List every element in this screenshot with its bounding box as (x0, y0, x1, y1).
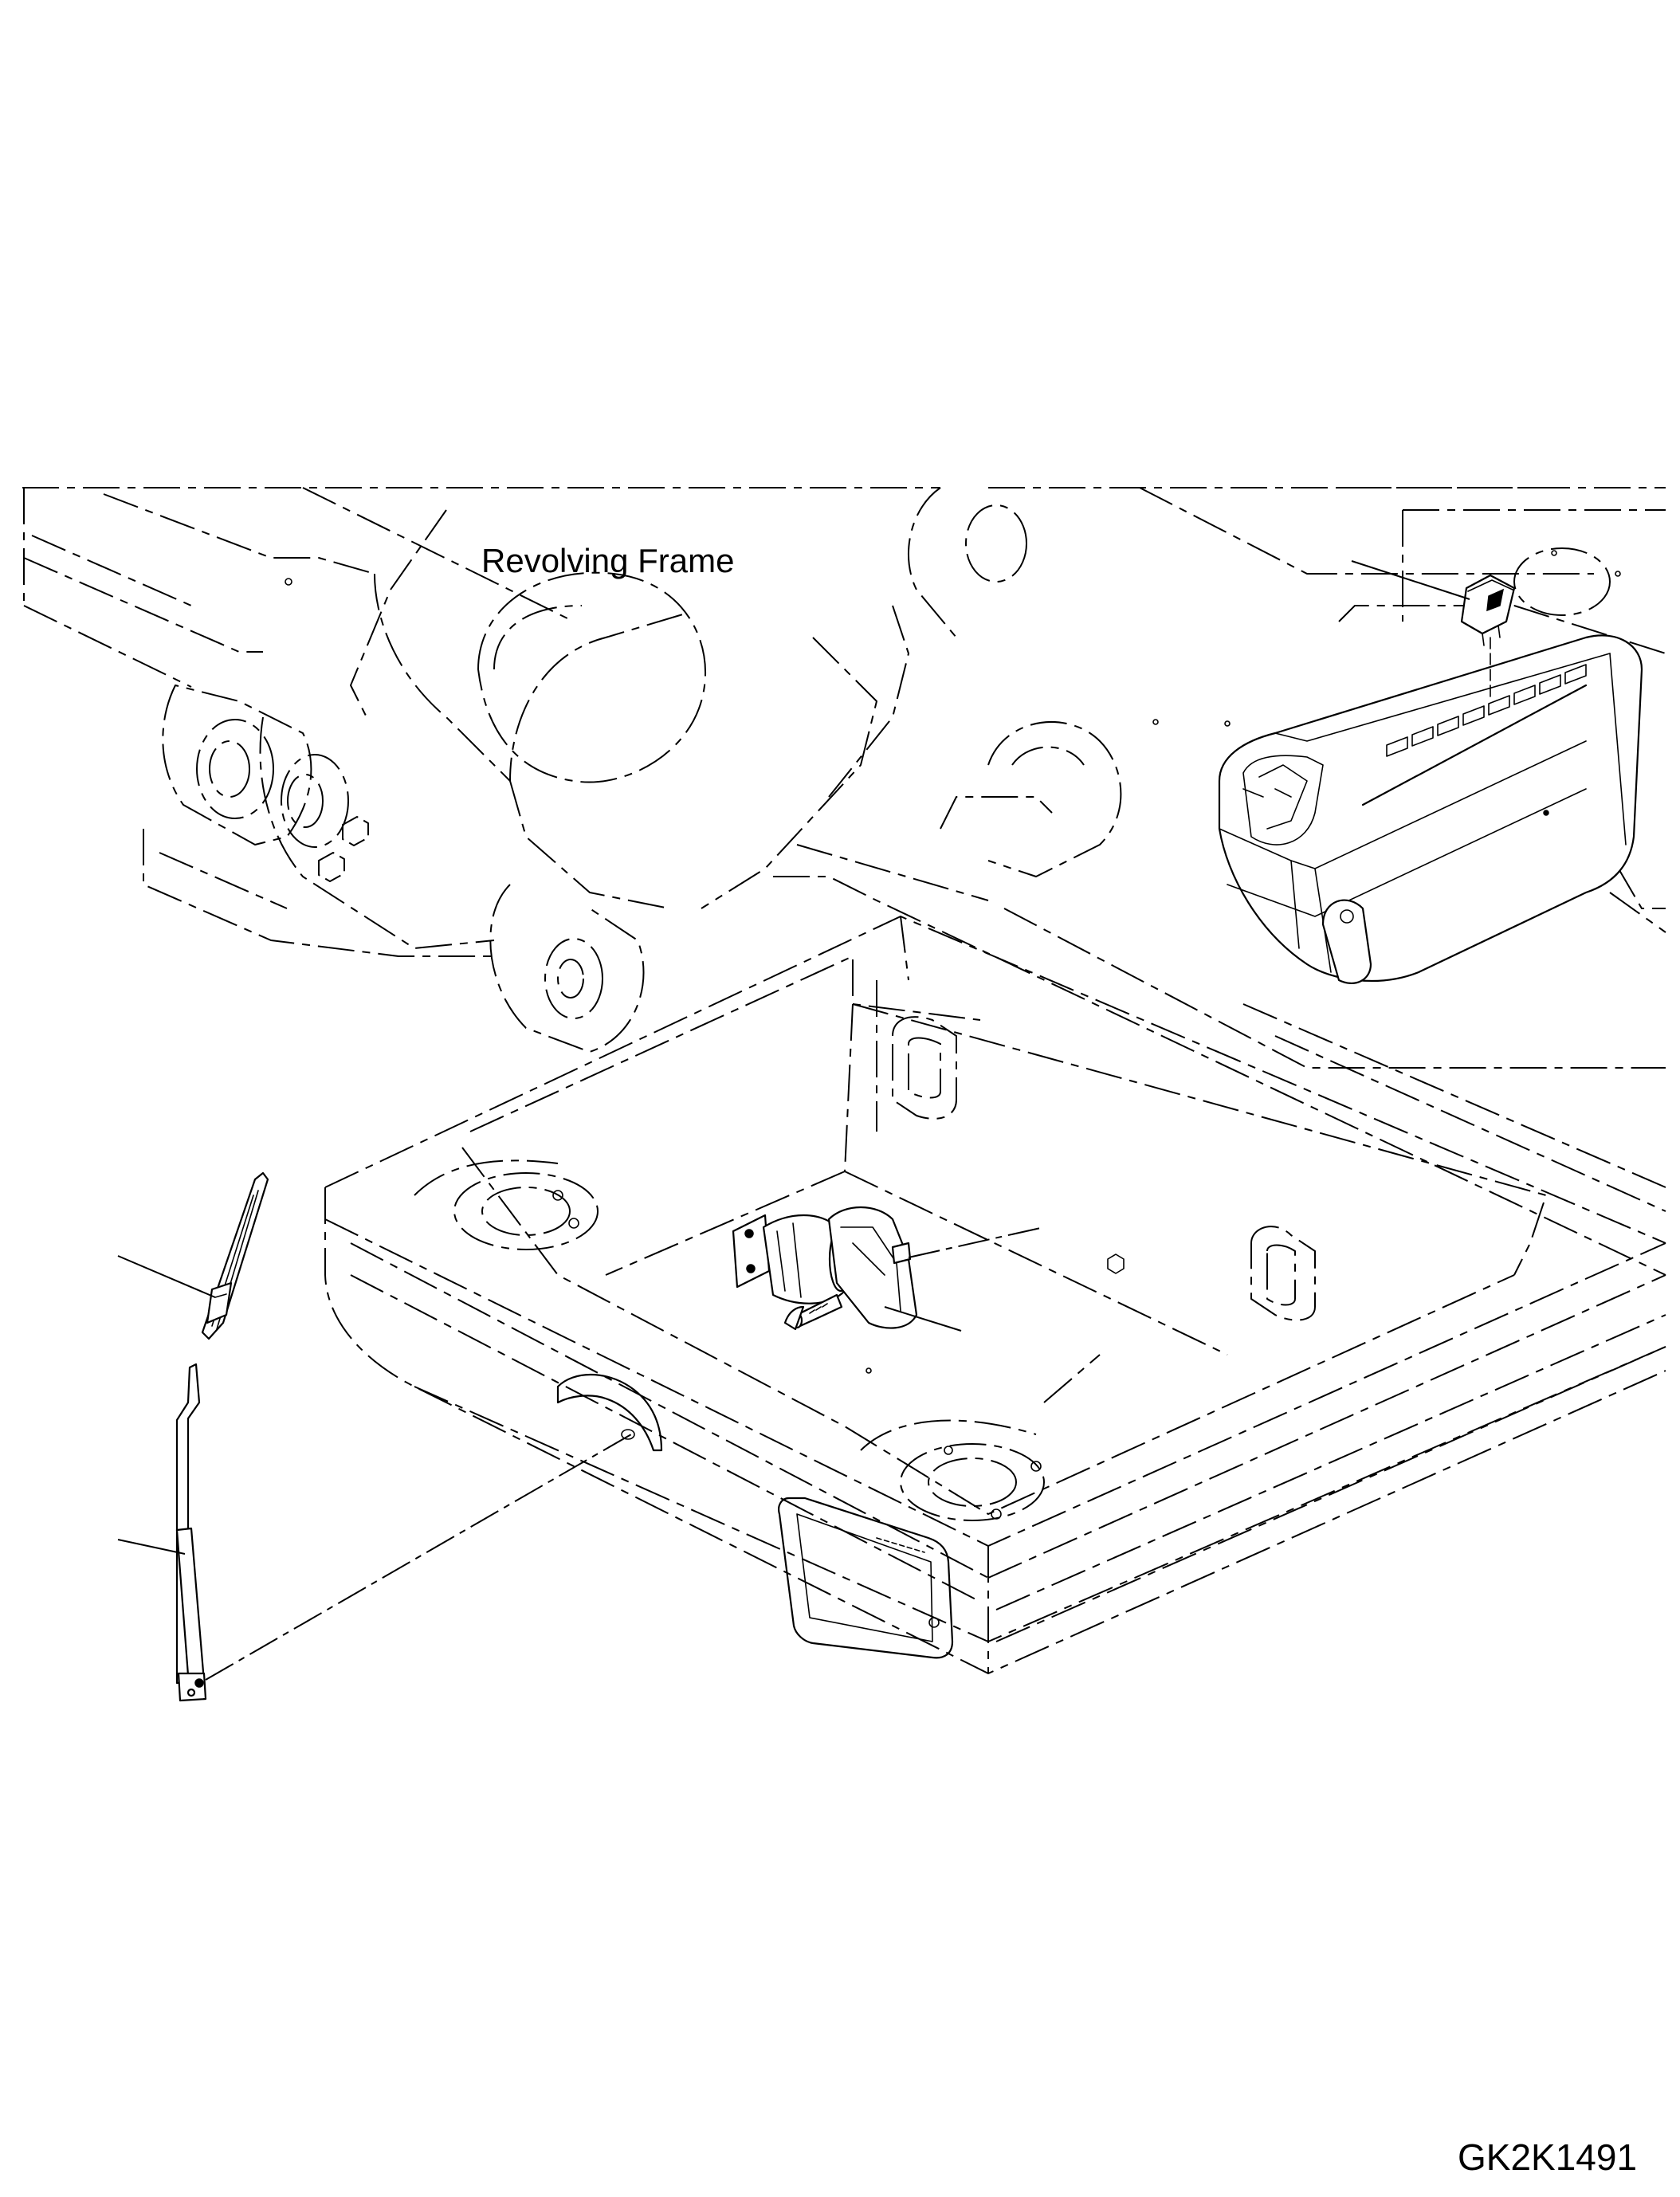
wiper-arm (175, 1363, 207, 1702)
switch-slots (1386, 664, 1587, 757)
figure-code: GK2K1491 (1458, 2136, 1637, 2178)
motor-wire-line (908, 1226, 1045, 1258)
wiper-motor (732, 1206, 918, 1331)
leader-blade (117, 1255, 216, 1298)
leader-arm (117, 1539, 186, 1555)
switch-panel (1218, 634, 1643, 984)
leader-lines (117, 560, 1470, 1681)
leader-switch (1351, 560, 1470, 600)
assembly-line (205, 1434, 632, 1681)
leader-motor (884, 1306, 962, 1332)
rocker-switch (1460, 574, 1516, 702)
cab-base-frame (324, 916, 1666, 1674)
wiper-blade (201, 1171, 269, 1340)
frame-label: Revolving Frame (481, 542, 734, 579)
revolving-frame-phantom (22, 487, 1666, 1276)
